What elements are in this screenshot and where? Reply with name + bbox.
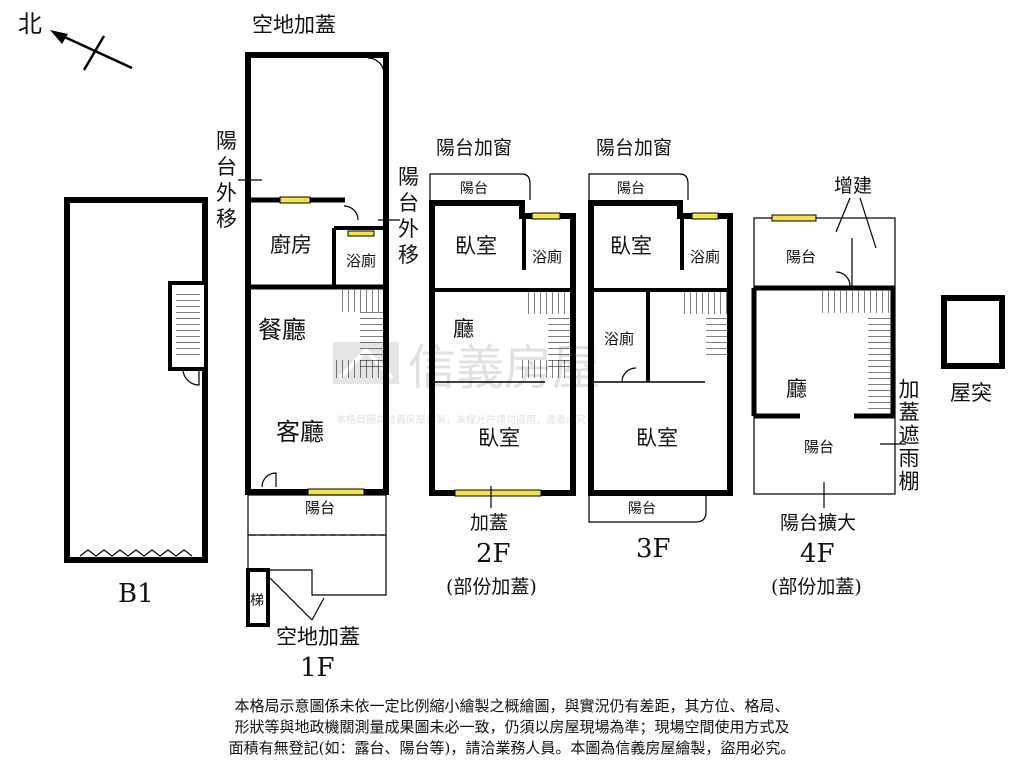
3f-stairs bbox=[706, 314, 728, 358]
disclaimer-line-3: 面積有無登記(如：露台、陽台等)，請洽業務人員。本圖為信義房屋繪製，盜用必究。 bbox=[228, 739, 796, 757]
1f-small-stairs: 梯 bbox=[250, 593, 264, 609]
1f-window bbox=[347, 230, 375, 237]
1f-window bbox=[307, 488, 365, 496]
4f-balcony-bottom: 陽台 bbox=[804, 438, 834, 456]
b1-stairs bbox=[176, 290, 200, 360]
4f-balcony-top: 陽台 bbox=[786, 248, 816, 266]
floor-2f: 陽台加窗 陽台 臥室 浴廁 廳 臥室 加蓋 2F (部份加蓋) bbox=[429, 137, 576, 598]
1f-living: 客廳 bbox=[276, 418, 324, 446]
roof-label: 屋突 bbox=[950, 381, 992, 405]
1f-window bbox=[279, 196, 311, 204]
4f-note: (部份加蓋) bbox=[771, 576, 862, 598]
1f-balcony-moved-left: 陽 台外移 bbox=[216, 129, 244, 231]
3f-balcony-bottom: 陽台 bbox=[628, 501, 656, 517]
4f-window bbox=[771, 214, 817, 222]
2f-hall: 廳 bbox=[453, 317, 474, 341]
3f-bedroom-top: 臥室 bbox=[610, 234, 652, 258]
4f-label: 4F bbox=[800, 539, 835, 569]
1f-balcony: 陽台 bbox=[305, 499, 335, 517]
3f-balcony-top: 陽台 bbox=[617, 181, 645, 197]
2f-window bbox=[454, 489, 542, 497]
3f-bedroom-bottom: 臥室 bbox=[636, 426, 678, 450]
3f-bath-left: 浴廁 bbox=[604, 330, 634, 348]
1f-label: 1F bbox=[300, 653, 335, 683]
north-label: 北 bbox=[18, 10, 42, 38]
1f-balcony-moved-right: 陽 台外移 bbox=[398, 165, 426, 267]
3f-bath-right: 浴廁 bbox=[690, 248, 720, 266]
1f-balcony-moved-right-text-char: 台 bbox=[398, 191, 419, 215]
2f-bedroom-bottom: 臥室 bbox=[478, 426, 520, 450]
2f-bedroom-top: 臥室 bbox=[455, 234, 497, 258]
1f-top-addition: 空地加蓋 bbox=[252, 13, 336, 37]
1f-kitchen: 廚房 bbox=[270, 233, 312, 257]
disclaimer-line-1: 本格局示意圖係未依一定比例縮小繪製之概繪圖，與實況仍有差距，其方位、格局、 bbox=[234, 697, 790, 715]
1f-balcony-moved-right-text-char: 外 bbox=[398, 217, 419, 241]
2f-label: 2F bbox=[476, 539, 511, 569]
3f-window bbox=[691, 212, 719, 220]
4f-rain-shelter: 加蓋遮雨棚 bbox=[896, 378, 920, 493]
3f-label: 3F bbox=[636, 534, 671, 564]
north-arrow-icon bbox=[50, 30, 68, 44]
1f-balcony-moved-left-text: 陽 bbox=[216, 129, 237, 153]
2f-window bbox=[531, 212, 561, 220]
2f-stairs bbox=[548, 314, 571, 372]
1f-bottom-addition: 空地加蓋 bbox=[276, 625, 360, 649]
disclaimer-line-2: 形狀等與地政機關測量成果圖未必一致，仍須以房屋現場為準；現場空間使用方式及 bbox=[234, 718, 790, 736]
4f-balcony-enlarged: 陽台擴大 bbox=[780, 512, 856, 534]
1f-balcony-moved-left-text-char: 台 bbox=[216, 155, 237, 179]
north-compass: 北 bbox=[18, 10, 133, 71]
2f-bath: 浴廁 bbox=[532, 248, 562, 266]
watermark-notice: 本格局圖為信義房屋繪製，未經允許請勿盜用，違者必究 bbox=[336, 413, 586, 426]
1f-balcony-moved-left-text-char: 外 bbox=[216, 181, 237, 205]
1f-balcony-moved-right-text-char: 移 bbox=[398, 243, 419, 267]
4f-stairs bbox=[868, 313, 892, 413]
2f-balcony: 陽台 bbox=[460, 181, 488, 197]
1f-balcony-moved-left-text-char: 移 bbox=[216, 207, 237, 231]
4f-hall: 廳 bbox=[786, 377, 807, 401]
floor-b1: B1 bbox=[64, 197, 208, 609]
1f-dining: 餐廳 bbox=[258, 316, 306, 344]
floor-roof: 屋突 bbox=[941, 295, 1005, 405]
2f-addition: 加蓋 bbox=[470, 512, 508, 534]
floor-1f: 空地加蓋 陽 台外移 陽 台外移 廚房 浴廁 餐廳 客廳 陽台 梯 bbox=[216, 13, 426, 683]
1f-bath: 浴廁 bbox=[346, 252, 376, 270]
2f-note: (部份加蓋) bbox=[446, 576, 537, 598]
2f-balcony-window: 陽台加窗 bbox=[436, 137, 512, 159]
4f-extension: 增建 bbox=[834, 175, 872, 197]
1f-balcony-moved-right-text: 陽 bbox=[398, 165, 419, 189]
b1-label: B1 bbox=[118, 579, 154, 609]
floor-3f: 陽台加窗 陽台 臥室 浴廁 浴廁 臥室 陽台 3F bbox=[588, 137, 733, 564]
3f-balcony-window: 陽台加窗 bbox=[596, 137, 672, 159]
disclaimer: 本格局示意圖係未依一定比例縮小繪製之概繪圖，與實況仍有差距，其方位、格局、 形狀… bbox=[0, 696, 1024, 759]
floor-4f: 增建 陽台 廳 陽台 加蓋遮雨棚 陽台擴大 4F (部份加蓋) bbox=[751, 175, 920, 598]
